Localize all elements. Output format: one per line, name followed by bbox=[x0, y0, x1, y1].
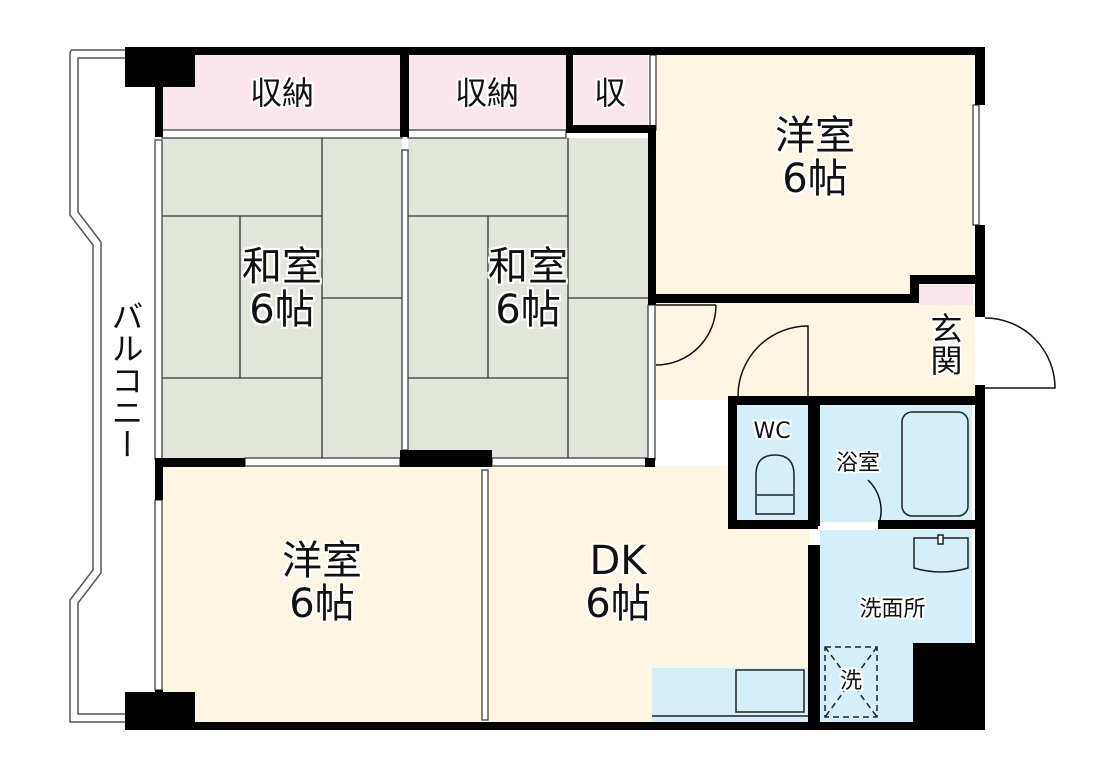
washroom-lower-fill bbox=[820, 643, 915, 722]
washer-space-icon bbox=[824, 646, 878, 718]
room-size: 6帖 bbox=[495, 287, 561, 334]
bathtub-icon bbox=[901, 411, 969, 517]
bath-fill bbox=[820, 404, 972, 522]
kitchen-counter-fill bbox=[652, 668, 808, 722]
tatami-lines bbox=[162, 138, 648, 460]
balcony-label: バルコニー bbox=[106, 300, 145, 460]
room-name: 和室 bbox=[242, 244, 322, 290]
wc-fill bbox=[736, 404, 808, 522]
room-size: 6帖 bbox=[585, 581, 651, 628]
bath-label: 浴室 bbox=[835, 451, 880, 476]
washbasin-icon bbox=[913, 537, 969, 573]
youshitsu-bottom-fill bbox=[162, 466, 482, 722]
room-size: 6帖 bbox=[289, 581, 355, 628]
balcony-outline bbox=[69, 49, 140, 723]
storage-3-label: 収 bbox=[593, 74, 626, 112]
washitsu-1-label: 和室 6帖 bbox=[162, 244, 402, 334]
room-name: 洋室 bbox=[282, 538, 362, 584]
youshitsu-top-fill bbox=[655, 55, 973, 295]
room-size: 6帖 bbox=[782, 156, 848, 203]
washitsu-2-label: 和室 6帖 bbox=[408, 244, 648, 334]
washer-label: 洗 bbox=[839, 669, 862, 694]
youshitsu-bottom-label: 洋室 6帖 bbox=[162, 538, 482, 628]
washroom-fill bbox=[820, 530, 972, 643]
sliding-doors bbox=[154, 54, 980, 721]
storage-1-fill bbox=[162, 55, 402, 130]
youshitsu-top-label: 洋室 6帖 bbox=[690, 113, 940, 203]
room-name: 洋室 bbox=[775, 113, 855, 159]
room-name: DK bbox=[589, 538, 647, 584]
dk-label: DK 6帖 bbox=[488, 538, 748, 628]
door-swings bbox=[655, 304, 1056, 521]
storage-1-label: 収納 bbox=[249, 74, 314, 112]
wc-label: WC bbox=[753, 419, 791, 444]
storage-3-fill bbox=[572, 55, 648, 130]
walls bbox=[125, 47, 985, 730]
washitsu-1-fill bbox=[162, 138, 402, 460]
fixtures bbox=[652, 411, 969, 718]
storage-2-fill bbox=[408, 55, 566, 130]
washroom-label: 洗面所 bbox=[859, 597, 926, 622]
entrance-label: 玄関 bbox=[925, 312, 964, 376]
storage-2-label: 収納 bbox=[454, 74, 519, 112]
entrance-storage-fill bbox=[918, 285, 973, 305]
toilet-icon bbox=[755, 454, 795, 515]
room-name: 和室 bbox=[488, 244, 568, 290]
sink-icon bbox=[735, 669, 805, 713]
washitsu-2-fill bbox=[408, 138, 648, 460]
room-size: 6帖 bbox=[249, 287, 315, 334]
hall-fill bbox=[655, 300, 975, 400]
